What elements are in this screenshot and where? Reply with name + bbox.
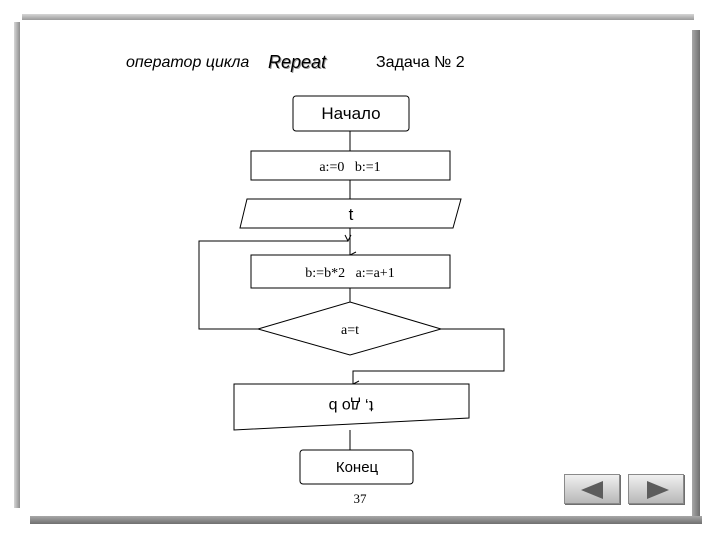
input-label: t [349, 205, 354, 224]
condition-block: a=t [256, 301, 443, 356]
loop-body-label: b:=b*2 a:=a+1 [305, 266, 394, 281]
next-slide-button[interactable] [628, 474, 684, 504]
task-title: Задача № 2 [376, 54, 465, 71]
triangle-left-icon [581, 481, 603, 499]
end-block: Конец [299, 449, 414, 485]
connector-condition-output [353, 328, 505, 384]
previous-slide-button[interactable] [564, 474, 620, 504]
input-block: t [239, 198, 462, 229]
slide-frame-top [22, 14, 694, 20]
start-label: Начало [321, 104, 380, 123]
init-block: a:=0 b:=1 [250, 150, 451, 181]
slide-frame-left [14, 22, 20, 508]
triangle-right-icon [647, 481, 669, 499]
slide-frame-right [692, 30, 700, 520]
slide-number: 37 [353, 491, 367, 506]
connector-loop-back [198, 241, 348, 330]
output-label: t, до b [328, 397, 373, 414]
slide-subtitle: оператор цикла [126, 54, 250, 71]
repeat-keyword: Repeat [268, 52, 327, 72]
connectors [198, 131, 505, 450]
end-label: Конец [336, 459, 379, 476]
start-block: Начало [292, 95, 410, 132]
slide-frame-bottom [30, 516, 702, 524]
loop-body-block: b:=b*2 a:=a+1 [250, 254, 451, 289]
output-block: t, до b [233, 383, 470, 431]
slide-header: оператор цикла Repeat Задача № 2 [0, 52, 720, 76]
init-label: a:=0 b:=1 [319, 160, 380, 175]
condition-label: a=t [341, 323, 359, 338]
